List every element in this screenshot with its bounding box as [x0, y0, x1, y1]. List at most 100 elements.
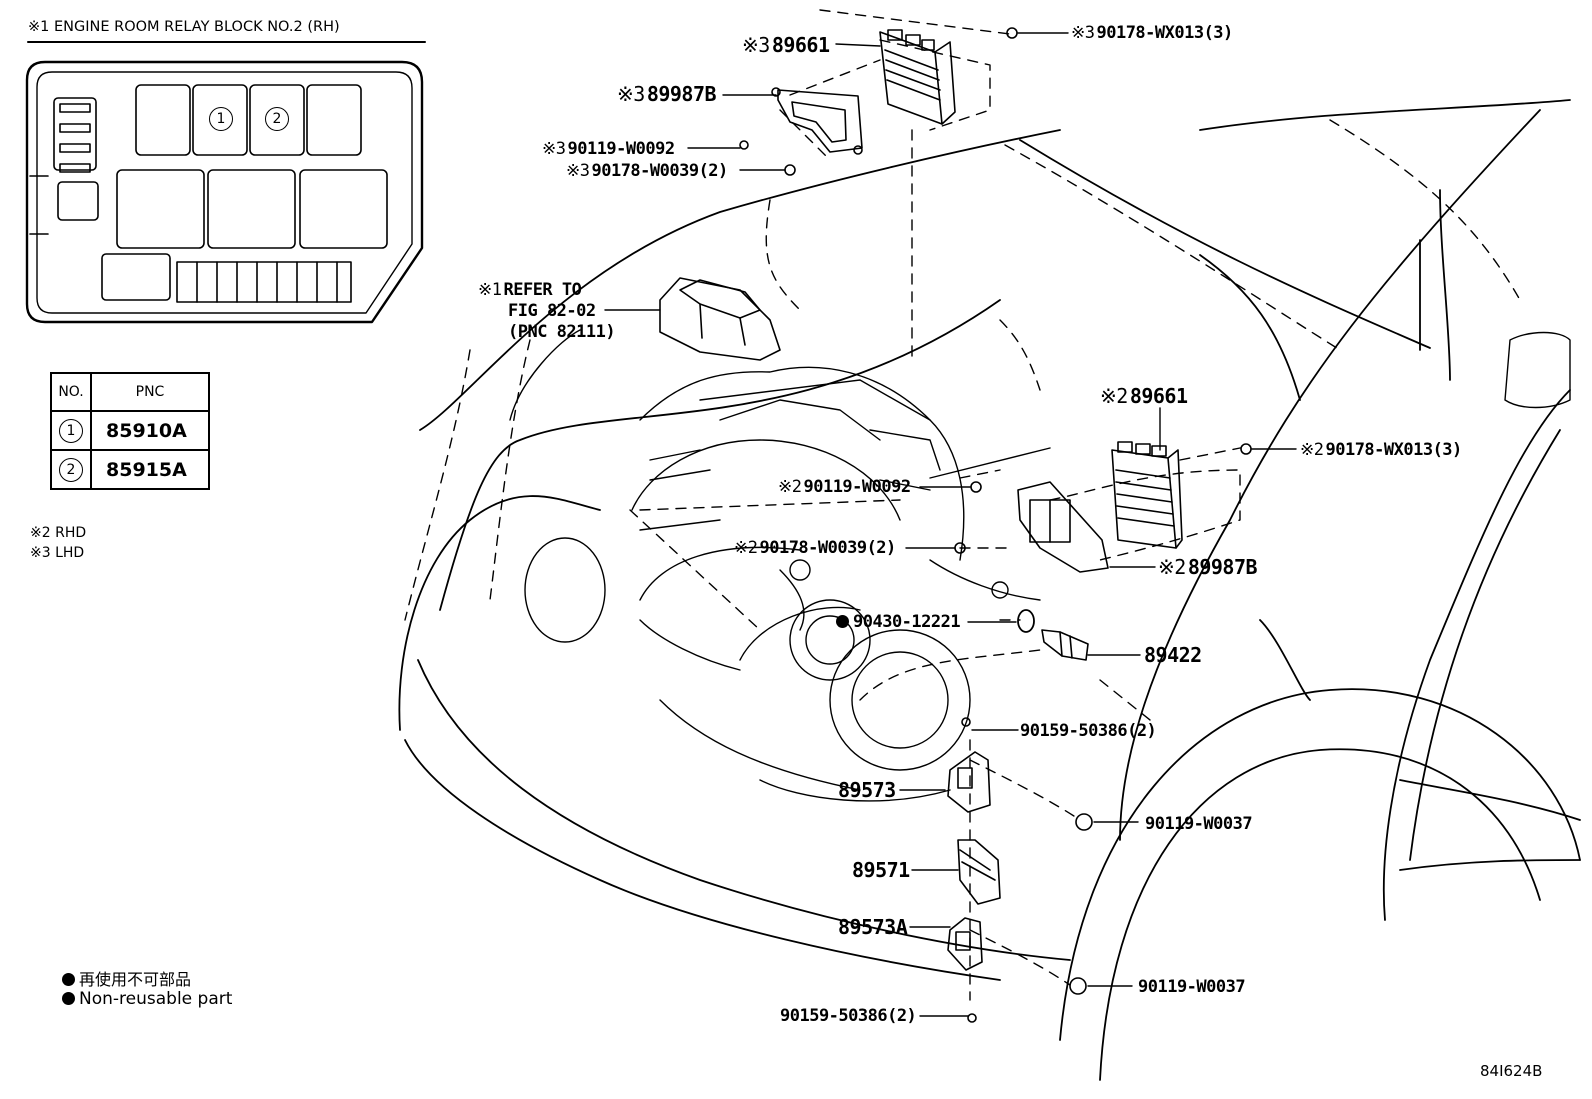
- callout-89571: 89571: [852, 860, 910, 880]
- callout-mark: ※3: [742, 33, 770, 57]
- relay-slot-2: 2: [265, 107, 289, 131]
- legend-text-jp: 再使用不可部品: [79, 970, 192, 989]
- part-number: 90119-W0037: [1138, 977, 1246, 997]
- gasket-90430-shape: [1017, 609, 1035, 633]
- part-number: 90178-W0039(2): [591, 161, 728, 181]
- pnc-table-row-pnc: 85910A: [90, 410, 210, 451]
- bolt-top-90119: [739, 140, 749, 150]
- non-reusable-dot-icon: [62, 992, 75, 1005]
- refer-text-3: (PNC 82111): [508, 322, 616, 342]
- vehicle-body-outline: [398, 99, 1581, 1081]
- part-number: 89661: [771, 33, 830, 57]
- relay-block-title: ※1 ENGINE ROOM RELAY BLOCK NO.2 (RH): [28, 19, 340, 35]
- callout-90119-w0037-lower: 90119-W0037: [1138, 977, 1246, 997]
- callout-mark: ※2: [734, 538, 758, 558]
- part-number: 90178-WX013(3): [1325, 440, 1462, 460]
- legend-non-reusable-jp: 再使用不可部品: [62, 966, 191, 990]
- callout-90159-50386-upper: 90159-50386(2): [1020, 721, 1157, 741]
- pnc-table-row-pnc: 85915A: [90, 449, 210, 490]
- relay-block-outline: [25, 60, 424, 324]
- callout-90430-12221: 90430-12221: [836, 612, 961, 632]
- pnc-table-header-no: NO.: [50, 372, 92, 412]
- pnc-table-row-no: 1: [50, 410, 92, 451]
- bolt-90159-lower: [967, 1013, 977, 1023]
- callout-90119-w0037-upper: 90119-W0037: [1145, 814, 1253, 834]
- part-number: 90159-50386(2): [780, 1006, 917, 1026]
- bolt-90119-w0037-lower: [1069, 977, 1087, 995]
- pnc-table-row-no: 2: [50, 449, 92, 490]
- relay-box-82111-shape: [659, 277, 781, 361]
- bracket-89573a-shape: [947, 917, 983, 971]
- callout-mark: ※2: [778, 477, 802, 497]
- legend-non-reusable-en: Non-reusable part: [62, 989, 232, 1009]
- nut-top-90178: [784, 164, 796, 176]
- legend-text-en: Non-reusable part: [79, 989, 233, 1009]
- relay-block-title-text: ENGINE ROOM RELAY BLOCK NO.2 (RH): [53, 19, 340, 35]
- nut-right-90178: [1240, 443, 1252, 455]
- sensor-89571-shape: [957, 839, 1001, 905]
- part-number: 89661: [1129, 384, 1188, 408]
- bolt-90159-upper: [961, 717, 971, 727]
- part-number: 90119-W0037: [1145, 814, 1253, 834]
- note-rhd: ※2 RHD: [30, 525, 87, 541]
- ecu-89661-lhd-shape: [879, 29, 956, 125]
- part-number: 90178-WX013(3): [1096, 23, 1233, 43]
- callout-mark: ※1: [478, 280, 502, 300]
- pnc-table-row: 1 85910A: [50, 410, 210, 451]
- part-number: 89987B: [646, 82, 717, 106]
- callout-mark: ※2: [1300, 440, 1324, 460]
- nut-top-right: [1006, 27, 1018, 39]
- bolt-right-90119: [970, 481, 982, 493]
- sensor-89422-shape: [1041, 629, 1089, 661]
- pnc-row-number: 2: [59, 458, 83, 482]
- dashed-guide-lines: [404, 9, 1521, 1001]
- engine-block-shape: [631, 366, 1009, 802]
- leader-lines: [509, 32, 1297, 1017]
- part-number: 90430-12221: [853, 612, 961, 632]
- pnc-table-header-pnc: PNC: [90, 372, 210, 412]
- callout-mark: ※3: [1071, 23, 1095, 43]
- part-number: 89987B: [1187, 555, 1258, 579]
- bracket-89987b-rhd-shape: [1017, 481, 1109, 573]
- figure-id: 84I624B: [1480, 1062, 1543, 1080]
- part-number: 89571: [852, 858, 910, 882]
- bolt-90119-w0037-upper: [1075, 813, 1093, 831]
- part-number: 89422: [1144, 643, 1202, 667]
- bracket-89573-shape: [947, 751, 991, 813]
- callout-89573a: 89573A: [838, 915, 908, 939]
- callout-mark: ※2: [1100, 384, 1128, 408]
- pnc-table: NO. PNC 1 85910A 2 85915A: [50, 372, 210, 490]
- relay-slot-1: 1: [209, 107, 233, 131]
- pnc-row-number: 1: [59, 419, 83, 443]
- ecu-89661-rhd-shape: [1111, 441, 1183, 549]
- non-reusable-dot-icon: [836, 615, 849, 628]
- callout-mark: ※3: [566, 161, 590, 181]
- part-number: 90119-W0092: [803, 477, 911, 497]
- part-number: 90119-W0092: [567, 139, 675, 159]
- refer-text-1: REFER TO: [503, 280, 582, 300]
- callout-89422: 89422: [1144, 645, 1202, 665]
- callout-mark: ※3: [542, 139, 566, 159]
- refer-text-2: FIG 82-02: [508, 301, 596, 321]
- part-number: 89573A: [838, 915, 908, 939]
- note-lhd: ※3 LHD: [30, 545, 85, 561]
- callout-90159-50386-lower: 90159-50386(2): [780, 1006, 917, 1026]
- pnc-table-row: 2 85915A: [50, 449, 210, 490]
- callout-mark: ※3: [617, 82, 645, 106]
- part-number: 89573: [838, 778, 896, 802]
- part-number: 90159-50386(2): [1020, 721, 1157, 741]
